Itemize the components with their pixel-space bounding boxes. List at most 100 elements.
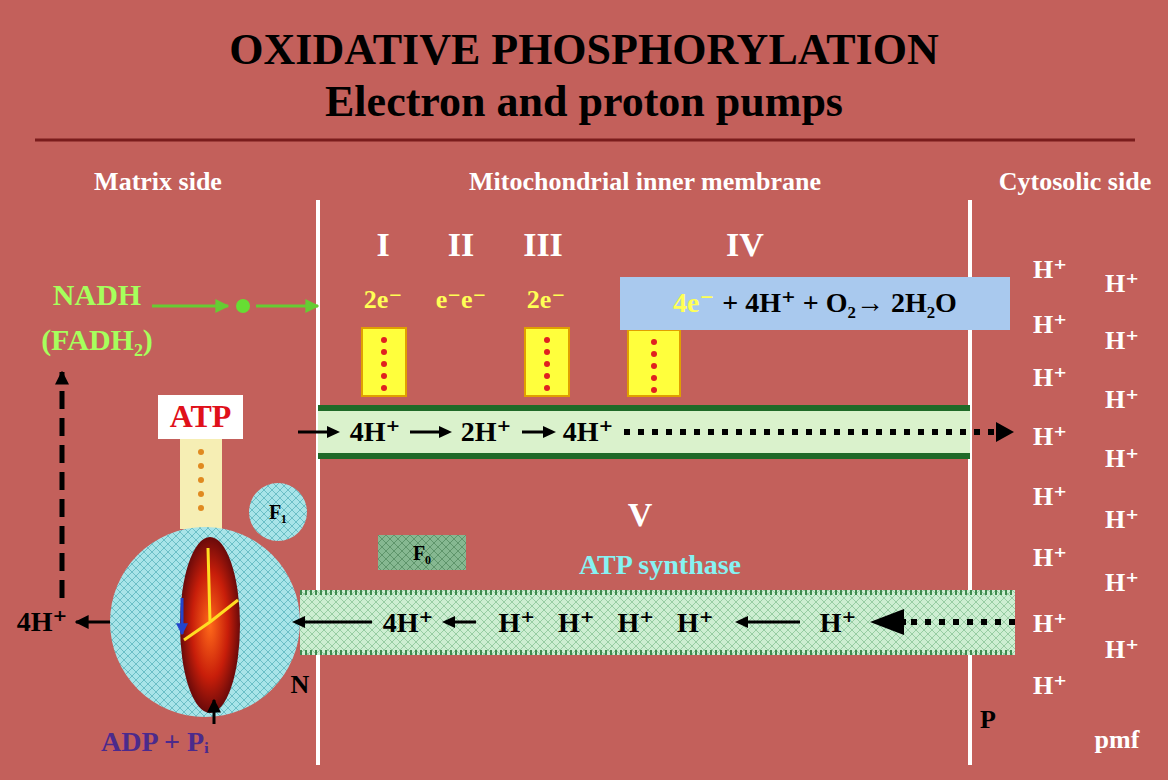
- carrier-dot: [544, 385, 550, 391]
- arrow-head: [327, 426, 340, 438]
- electron-label: 2e⁻: [364, 285, 402, 314]
- label-wrap: II: [448, 225, 474, 264]
- carrier-dot: [381, 337, 387, 343]
- proton-text: 4H⁺: [383, 606, 434, 637]
- carrier-dot: [381, 361, 387, 367]
- band-border: [300, 650, 1015, 655]
- node-text: F₁: [269, 501, 287, 523]
- label-wrap: ADP + Pᵢ: [101, 726, 209, 758]
- node-text: + 4H⁺ + O₂→ 2H₂O: [722, 288, 957, 319]
- proton-label: H⁺: [1033, 609, 1067, 638]
- rotor-stalk: [184, 548, 238, 640]
- carrier-box: [362, 328, 406, 396]
- carrier-dot: [651, 339, 657, 345]
- carrier-dot: [651, 375, 657, 381]
- label-wrap: H⁺: [1033, 363, 1067, 393]
- arrow-shaft: [305, 621, 372, 624]
- arrow-shaft: [748, 621, 800, 624]
- subtitle: Electron and proton pumps: [325, 77, 843, 126]
- electron-carrier: [628, 330, 680, 396]
- electron-carrier: [525, 328, 569, 396]
- label-wrap: H⁺: [1033, 609, 1067, 639]
- label-wrap: Cytosolic side: [999, 167, 1151, 197]
- label-wrap: H⁺: [1033, 671, 1067, 701]
- carrier-dot: [651, 351, 657, 357]
- title-wrap: OXIDATIVE PHOSPHORYLATION: [229, 25, 938, 76]
- band-border: [318, 405, 970, 411]
- carrier-dot: [381, 385, 387, 391]
- label-wrap: V: [628, 495, 653, 534]
- proton-label: H⁺: [1033, 671, 1067, 700]
- band-fill: [300, 590, 1015, 655]
- arrow-shaft: [298, 431, 327, 434]
- rotor: [180, 537, 240, 713]
- carrier-dot: [544, 361, 550, 367]
- arrow-shaft: [455, 621, 476, 624]
- reaction-box: 4e⁻+ 4H⁺ + O₂→ 2H₂O: [620, 277, 1010, 330]
- proton-label: H⁺: [1105, 635, 1139, 664]
- label-wrap: Mitochondrial inner membrane: [469, 167, 821, 197]
- arrow-shaft: [522, 431, 543, 434]
- enzyme-label: ATP synthase: [579, 549, 741, 580]
- electron-label: 2e⁻: [527, 285, 565, 314]
- node-text: F₀: [413, 542, 431, 564]
- stalk-dot: [198, 449, 204, 455]
- arrow-head: [442, 616, 455, 628]
- region-label: Cytosolic side: [999, 167, 1151, 196]
- substrate-label: NADH (FADH₂): [41, 278, 153, 356]
- carrier-dot: [544, 349, 550, 355]
- arrow-shaft: [904, 619, 906, 625]
- nadh-arrow: [152, 305, 228, 308]
- label-wrap: P: [980, 705, 996, 735]
- label-wrap: pmf: [1095, 725, 1140, 755]
- carrier-box: [525, 328, 569, 396]
- membrane-line: [316, 200, 320, 765]
- complex-number: II: [448, 226, 474, 263]
- label-wrap: 4H⁺: [17, 606, 68, 638]
- label-wrap: 2e⁻: [364, 285, 402, 315]
- arrow-head: [735, 616, 748, 628]
- arrow-shaft: [410, 431, 439, 434]
- complex-number: IV: [726, 226, 764, 263]
- f1-head: [110, 527, 300, 717]
- arrow-head: [870, 609, 904, 635]
- f1-circle: F₁: [248, 482, 308, 542]
- nadh-dot: [236, 299, 250, 313]
- label-wrap: NADH (FADH₂): [32, 275, 162, 365]
- label-wrap: e⁻e⁻: [436, 285, 487, 315]
- carrier-dot: [381, 349, 387, 355]
- proton-label: H⁺: [1033, 482, 1067, 511]
- label-wrap: H⁺: [1105, 635, 1139, 665]
- label-wrap: H⁺: [1105, 505, 1139, 535]
- proton-text: 4H⁺: [350, 416, 401, 447]
- arrow-head: [292, 616, 305, 628]
- proton-label: H⁺: [1105, 326, 1139, 355]
- proton-label: H⁺: [1033, 363, 1067, 392]
- region-label: Matrix side: [94, 167, 222, 196]
- band-text-wrap: 4H⁺: [350, 416, 401, 448]
- f1-shape: [249, 483, 307, 541]
- label-wrap: H⁺: [1105, 444, 1139, 474]
- proton-text: H⁺: [820, 606, 857, 637]
- label-wrap: Matrix side: [94, 167, 222, 197]
- stalk-dot: [198, 505, 204, 511]
- arrow-shaft: [624, 429, 996, 435]
- title-rule: [35, 139, 1135, 142]
- region-label: Mitochondrial inner membrane: [469, 167, 821, 196]
- atp-box: ATP: [158, 395, 243, 439]
- atp-synthase-band: 4H⁺H⁺ H⁺ H⁺ H⁺H⁺: [300, 590, 1015, 655]
- substrate-arrow: [213, 700, 216, 724]
- label-wrap: H⁺: [1033, 543, 1067, 573]
- pmf-label: pmf: [1095, 725, 1140, 754]
- stalk-dot: [198, 477, 204, 483]
- arrow-head: [543, 426, 556, 438]
- node-text: ATP: [170, 399, 232, 434]
- label-wrap: III: [523, 225, 563, 264]
- carrier-dot: [651, 363, 657, 369]
- f0-shape: [378, 535, 466, 570]
- label-wrap: H⁺: [1033, 255, 1067, 285]
- f0-box: F₀: [378, 535, 466, 570]
- proton-text: 2H⁺: [461, 416, 512, 447]
- label-wrap: N: [291, 670, 310, 700]
